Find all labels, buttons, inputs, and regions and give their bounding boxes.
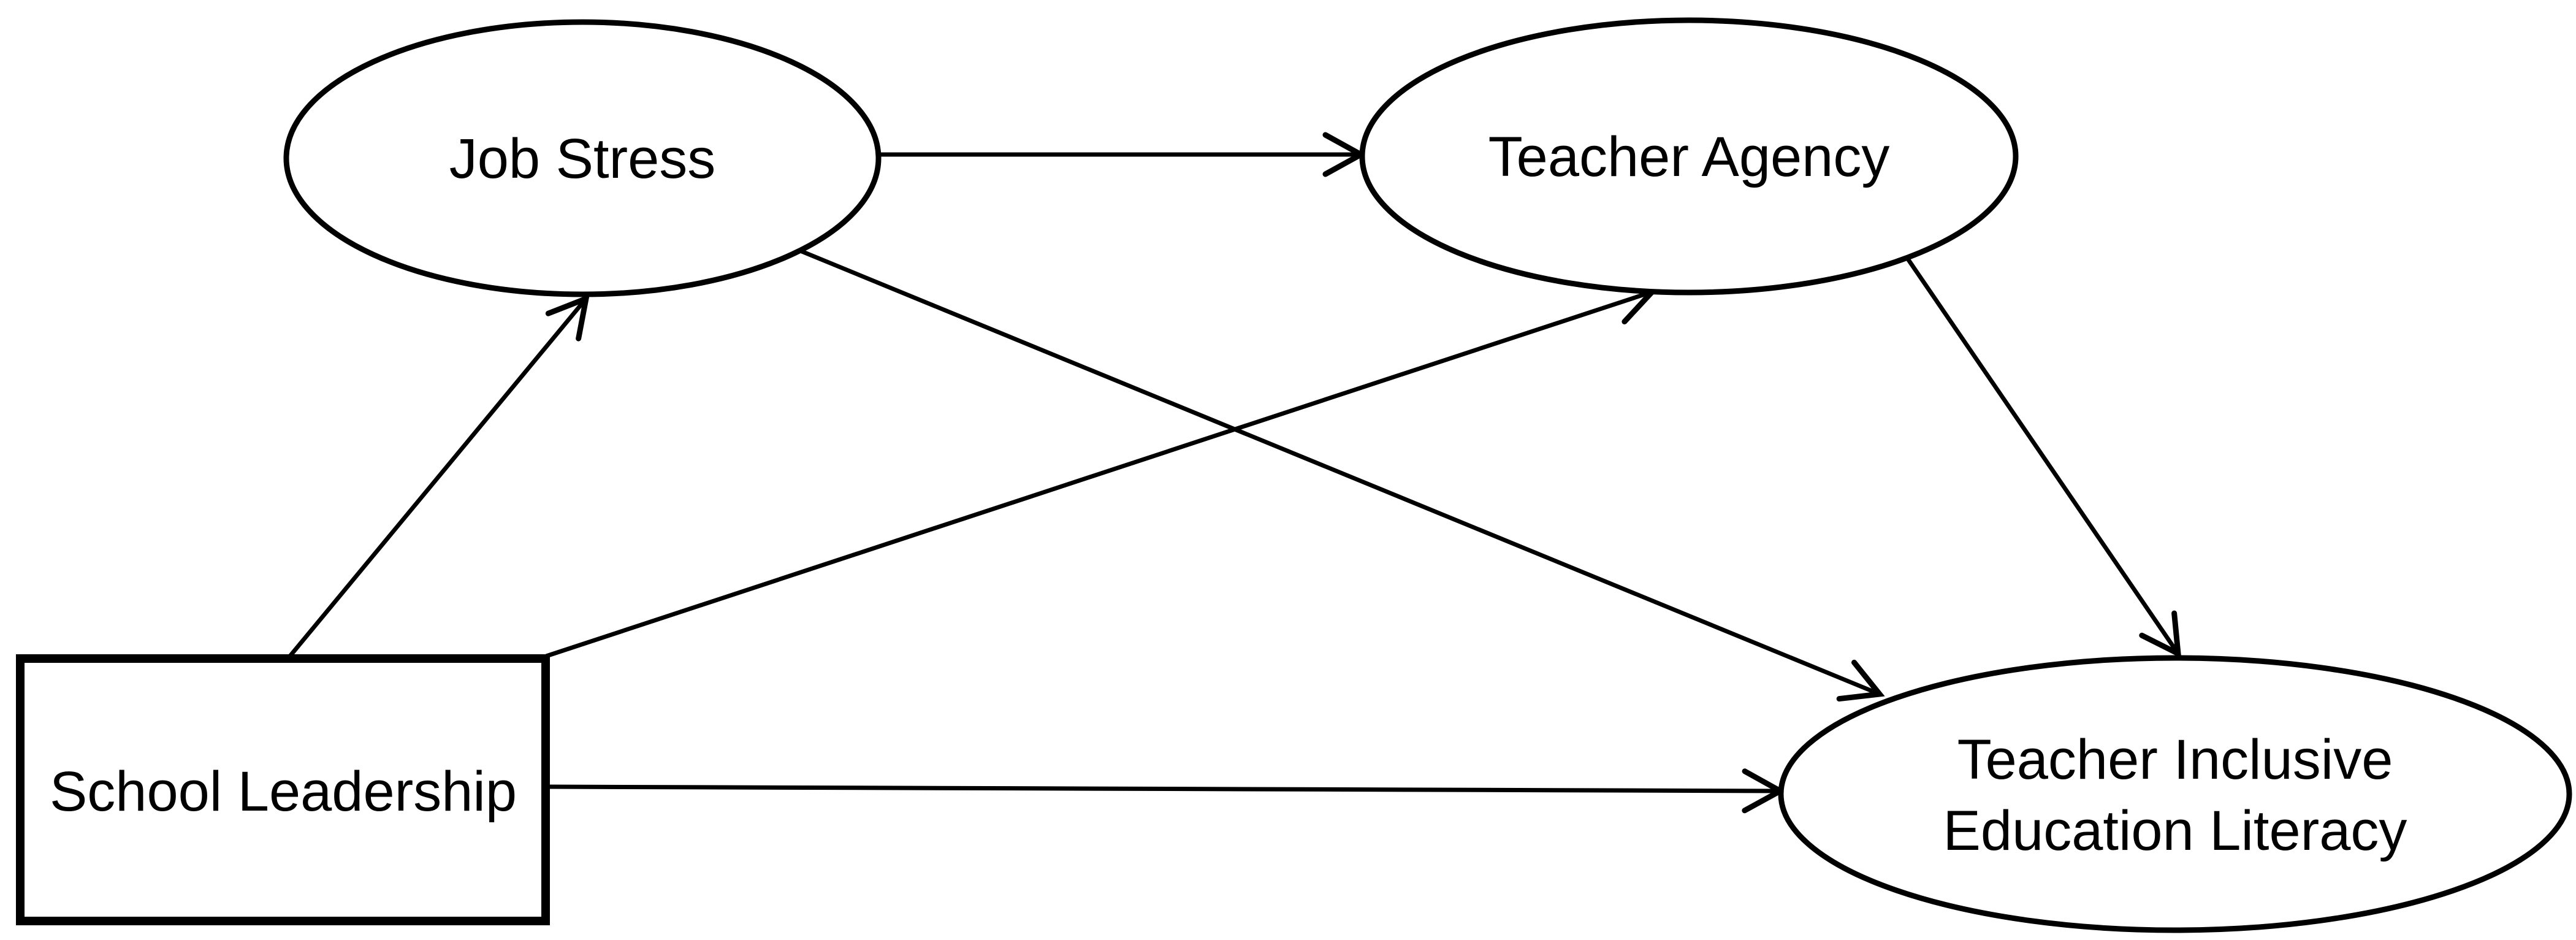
school-leadership-label: School Leadership (50, 760, 517, 823)
school-leadership-rect (16, 654, 550, 925)
edge-job-stress-to-teacher-inclusive-education-literacy (798, 248, 1885, 702)
node-teacher-inclusive-education-literacy: Teacher Inclusive Education Literacy (1778, 655, 2572, 933)
edge-school-leadership-to-teacher-agency (545, 281, 1658, 659)
edge-school-leadership-to-job-stress (285, 294, 590, 662)
teacher-agency-label: Teacher Agency (1488, 126, 1890, 188)
teacher-inclusive-education-literacy-ellipse (1778, 655, 2572, 933)
teacher-inclusive-education-literacy-label-line1: Teacher Inclusive (1957, 728, 2393, 791)
node-teacher-agency: Teacher Agency (1359, 17, 2019, 296)
teacher-inclusive-education-literacy-label-line2: Education Literacy (1943, 800, 2407, 862)
node-school-leadership: School Leadership (16, 654, 550, 925)
teacher-agency-ellipse (1359, 17, 2019, 296)
node-job-stress: Job Stress (283, 19, 882, 297)
job-stress-ellipse (283, 19, 882, 297)
edge-teacher-agency-to-teacher-inclusive-education-literacy (1902, 251, 2182, 659)
edge-school-leadership-to-teacher-inclusive-education-literacy (545, 768, 1786, 814)
job-stress-label: Job Stress (449, 128, 716, 190)
